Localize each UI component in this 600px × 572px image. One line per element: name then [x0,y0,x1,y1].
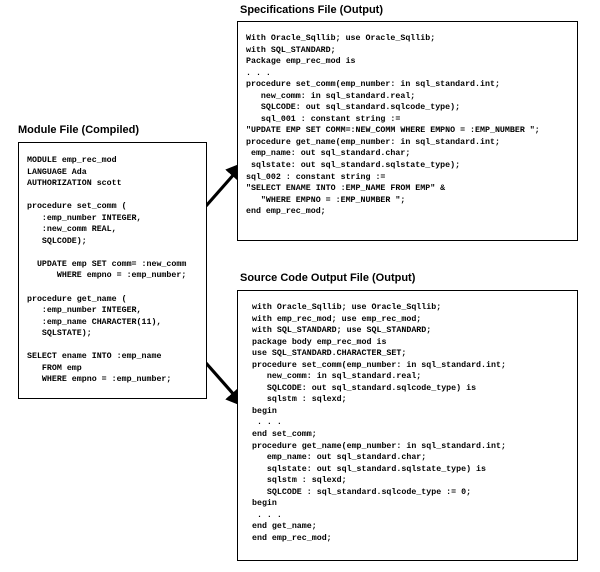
module-file-code: MODULE emp_rec_mod LANGUAGE Ada AUTHORIZ… [27,156,187,385]
source-code-output-file-code: with Oracle_Sqllib; use Oracle_Sqllib; w… [252,303,506,543]
source-code-output-file-box: with Oracle_Sqllib; use Oracle_Sqllib; w… [237,290,578,561]
specifications-file-code: With Oracle_Sqllib; use Oracle_Sqllib; w… [246,34,540,217]
module-file-title: Module File (Compiled) [18,124,139,136]
module-file-box: MODULE emp_rec_mod LANGUAGE Ada AUTHORIZ… [18,142,207,399]
specifications-file-title: Specifications File (Output) [240,4,384,16]
source-code-output-file-title: Source Code Output File (Output) [240,272,416,284]
specifications-file-box: With Oracle_Sqllib; use Oracle_Sqllib; w… [237,21,578,241]
